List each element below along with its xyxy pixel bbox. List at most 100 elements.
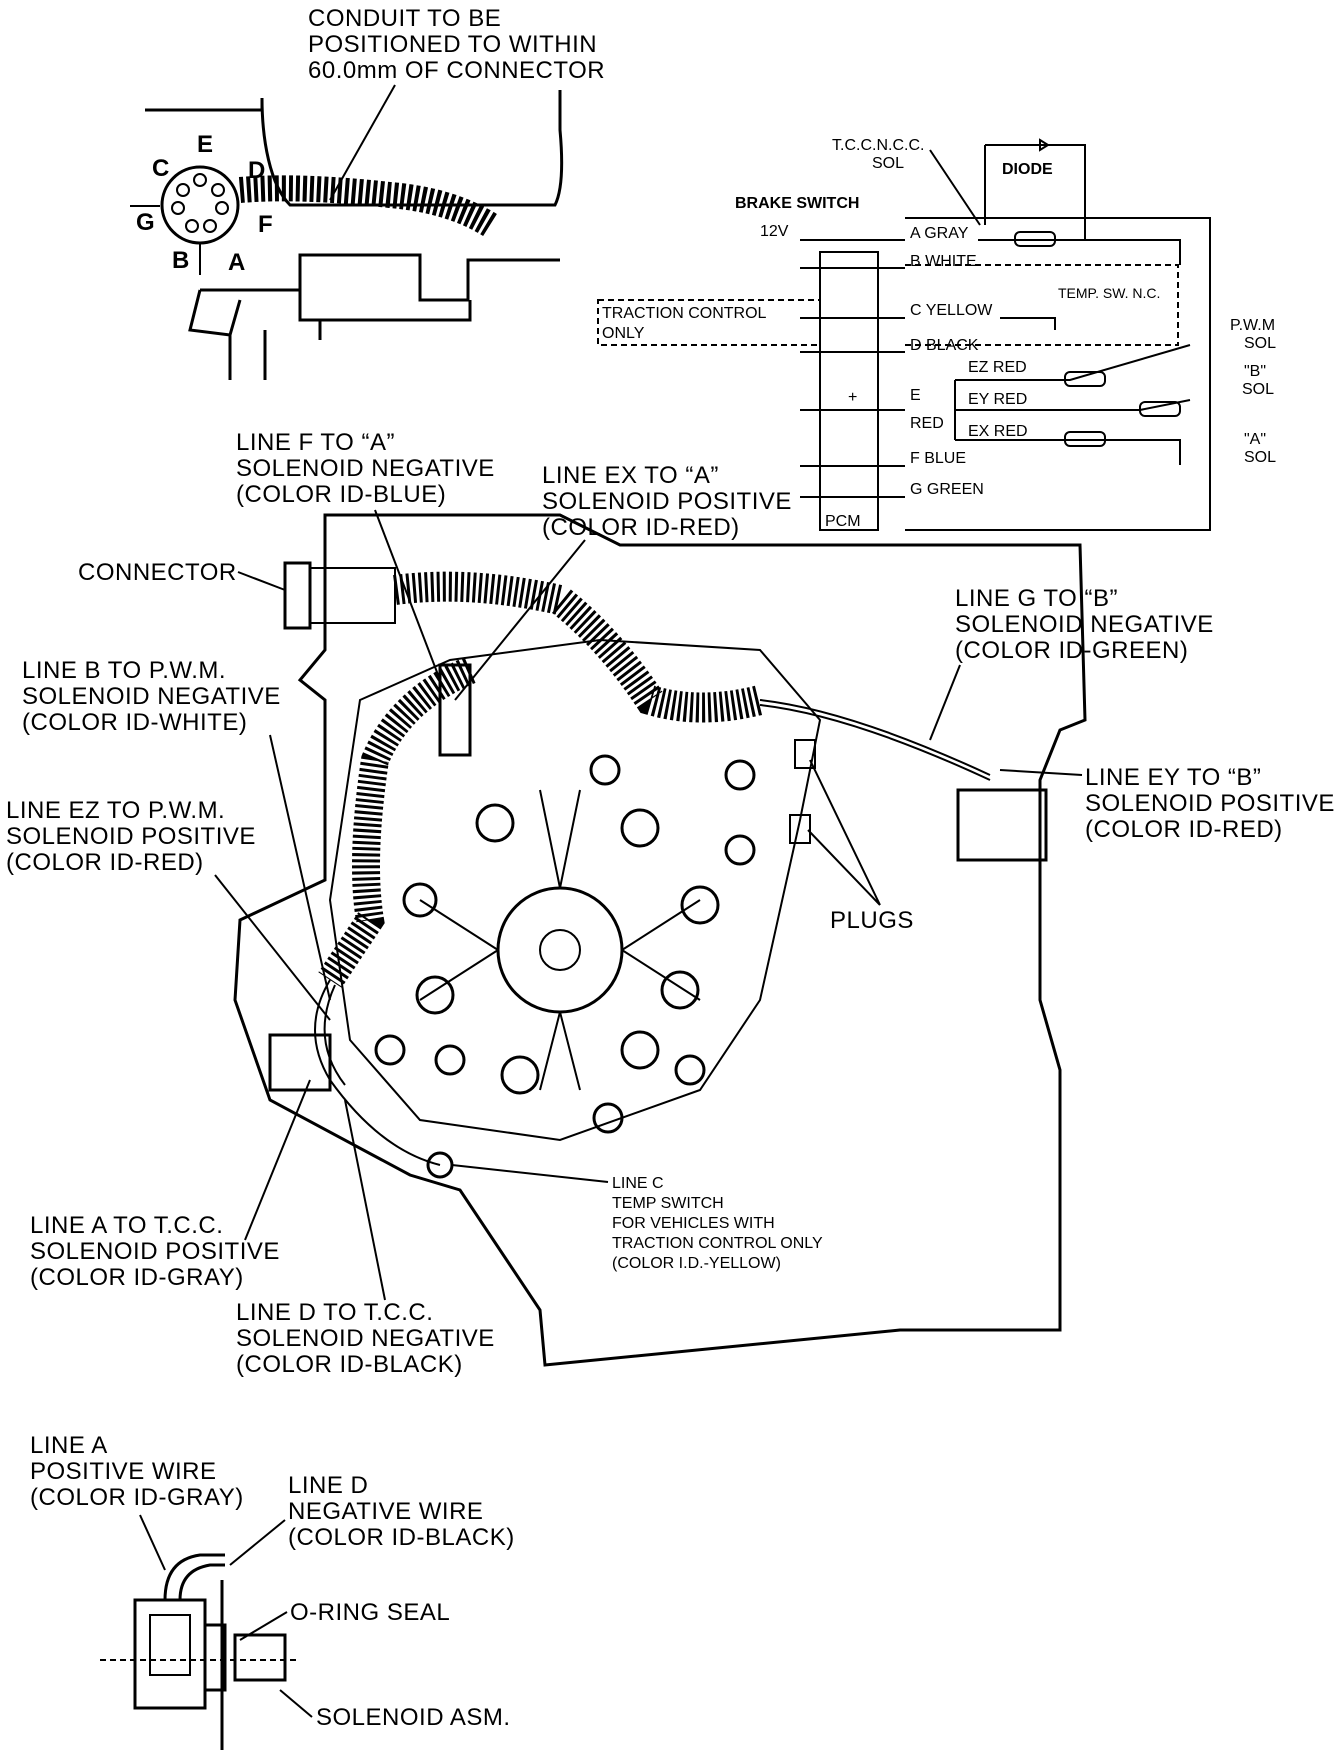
- wire-c-line: [800, 317, 1056, 330]
- traction-label-2: ONLY: [602, 325, 645, 342]
- line-d-label-1: LINE D TO T.C.C.: [236, 1299, 433, 1326]
- bottom-line-d-3: (COLOR ID-BLACK): [288, 1524, 515, 1551]
- ex-red-label: EX RED: [968, 423, 1028, 440]
- line-f-leader: [374, 509, 441, 681]
- line-a-label-3: (COLOR ID-GRAY): [30, 1264, 244, 1291]
- line-ey-label-2: SOLENOID POSITIVE: [1085, 790, 1335, 817]
- bottom-line-a-leader: [139, 1514, 166, 1571]
- line-ey-label-1: LINE EY TO “B”: [1085, 764, 1261, 791]
- tcc-sol-label-1: T.C.C.N.C.C.: [832, 137, 924, 154]
- pcm-block: [819, 251, 879, 531]
- line-f-label-2: SOLENOID NEGATIVE: [236, 455, 495, 482]
- connector-label: CONNECTOR: [78, 559, 237, 586]
- conduit-label-1: CONDUIT TO BE: [308, 5, 501, 32]
- wire-c-yellow: C YELLOW: [910, 302, 993, 319]
- connector-base: [200, 253, 560, 302]
- harness-conduit-left: [318, 657, 476, 988]
- line-ey-leader: [999, 769, 1083, 776]
- center-ribs: [419, 789, 701, 1091]
- line-g-label-1: LINE G TO “B”: [955, 585, 1118, 612]
- line-b-label-3: (COLOR ID-WHITE): [22, 709, 247, 736]
- temp-switch-dash-box: [905, 264, 1179, 346]
- diode-loop: [984, 144, 1086, 240]
- line-ey-label-3: (COLOR ID-RED): [1085, 816, 1283, 843]
- pin-b-hole: [185, 219, 199, 233]
- pin-e-hole: [193, 173, 207, 187]
- pwm-sol-label-1: P.W.M: [1230, 317, 1275, 334]
- bottom-line-a-1: LINE A: [30, 1432, 108, 1459]
- v12-label: 12V: [760, 223, 789, 240]
- pin-d-hole: [211, 183, 225, 197]
- pwm-solenoid-coil: [1064, 371, 1106, 387]
- traction-control-box: [597, 299, 821, 346]
- line-d-leader: [344, 1099, 386, 1301]
- solenoid-detail: LINE A POSITIVE WIRE (COLOR ID-GRAY) LIN…: [30, 1432, 515, 1750]
- connector-bracket: [188, 289, 322, 380]
- line-ez-label-2: SOLENOID POSITIVE: [6, 823, 256, 850]
- line-f-label-3: (COLOR ID-BLUE): [236, 481, 446, 508]
- line-c-leader: [451, 1164, 609, 1183]
- b-solenoid: [956, 788, 1048, 862]
- b-solenoid-coil: [1139, 401, 1181, 417]
- line-ex-label-2: SOLENOID POSITIVE: [542, 488, 792, 515]
- tcc-sol-label-2: SOL: [872, 155, 904, 172]
- a-solenoid-coil: [1064, 431, 1106, 447]
- diode-symbol: [1039, 138, 1050, 152]
- harness-box: [905, 217, 1211, 531]
- solenoid-flange: [203, 1623, 227, 1692]
- line-b-label-1: LINE B TO P.W.M.: [22, 657, 226, 684]
- line-a-leader: [244, 1079, 311, 1241]
- center-hub: [496, 886, 624, 1014]
- solenoid-body: [233, 1633, 287, 1682]
- line-c-label-1: LINE C: [612, 1175, 664, 1192]
- line-ex-label-1: LINE EX TO “A”: [542, 462, 719, 489]
- line-ez-leader: [214, 874, 331, 1021]
- conduit-label-2: POSITIONED TO WITHIN: [308, 31, 597, 58]
- wiring-schematic: T.C.C.N.C.C. SOL DIODE BRAKE SWITCH 12V …: [597, 137, 1276, 531]
- line-c-label-3: FOR VEHICLES WITH: [612, 1215, 775, 1232]
- a-sol-label-1: "A": [1244, 431, 1266, 448]
- connector-leader: [237, 571, 286, 591]
- line-ez-label-3: (COLOR ID-RED): [6, 849, 204, 876]
- pcm-label: PCM: [825, 513, 861, 530]
- bottom-line-d-2: NEGATIVE WIRE: [288, 1498, 483, 1525]
- wire-red: RED: [910, 415, 944, 432]
- solenoid-asm-label: SOLENOID ASM.: [316, 1704, 511, 1731]
- transmission-case-outline: [233, 513, 1087, 1367]
- connector-detail: CONDUIT TO BE POSITIONED TO WITHIN 60.0m…: [130, 5, 605, 380]
- harness-wire-right-2: [759, 704, 991, 781]
- transmission-view: PLUGS CONNECTOR: [78, 513, 1087, 1367]
- solenoid-connector-body: [133, 1598, 207, 1710]
- bottom-line-a-3: (COLOR ID-GRAY): [30, 1484, 244, 1511]
- wire-e: E: [910, 387, 921, 404]
- main-connector-body: [309, 567, 396, 624]
- line-c-label-4: TRACTION CONTROL ONLY: [612, 1235, 823, 1252]
- wire-a-line: [800, 239, 1181, 265]
- solenoid-asm-leader: [279, 1689, 313, 1718]
- line-f-label-1: LINE F TO “A”: [236, 429, 395, 456]
- center-hub-inner: [539, 929, 581, 971]
- solenoid-wire-black: [178, 1563, 225, 1601]
- tcc-solenoid-coil: [1014, 231, 1056, 247]
- pin-f-hole: [215, 201, 229, 215]
- line-c-label-5: (COLOR I.D.-YELLOW): [612, 1255, 781, 1272]
- brake-switch-label: BRAKE SWITCH: [735, 195, 859, 212]
- bolt-holes: [374, 754, 756, 1134]
- solenoid-connector-terminals: [149, 1614, 191, 1676]
- oring-label: O-RING SEAL: [290, 1599, 450, 1626]
- pin-label-f: F: [258, 211, 273, 238]
- pin-g-hole: [171, 201, 185, 215]
- wire-g-green: G GREEN: [910, 481, 984, 498]
- line-ex-leader: [454, 539, 586, 701]
- pwm-sol-label-2: SOL: [1244, 335, 1276, 352]
- conduit-label-3: 60.0mm OF CONNECTOR: [308, 57, 605, 84]
- bottom-line-a-2: POSITIVE WIRE: [30, 1458, 217, 1485]
- ey-red-label: EY RED: [968, 391, 1027, 408]
- wire-b-white: B WHITE: [910, 253, 977, 270]
- pin-a-hole: [203, 219, 217, 233]
- ez-red-label: EZ RED: [968, 359, 1027, 376]
- pin-label-g: G: [136, 209, 155, 236]
- solenoid-wire-gray: [163, 1553, 225, 1601]
- bottom-line-d-1: LINE D: [288, 1472, 368, 1499]
